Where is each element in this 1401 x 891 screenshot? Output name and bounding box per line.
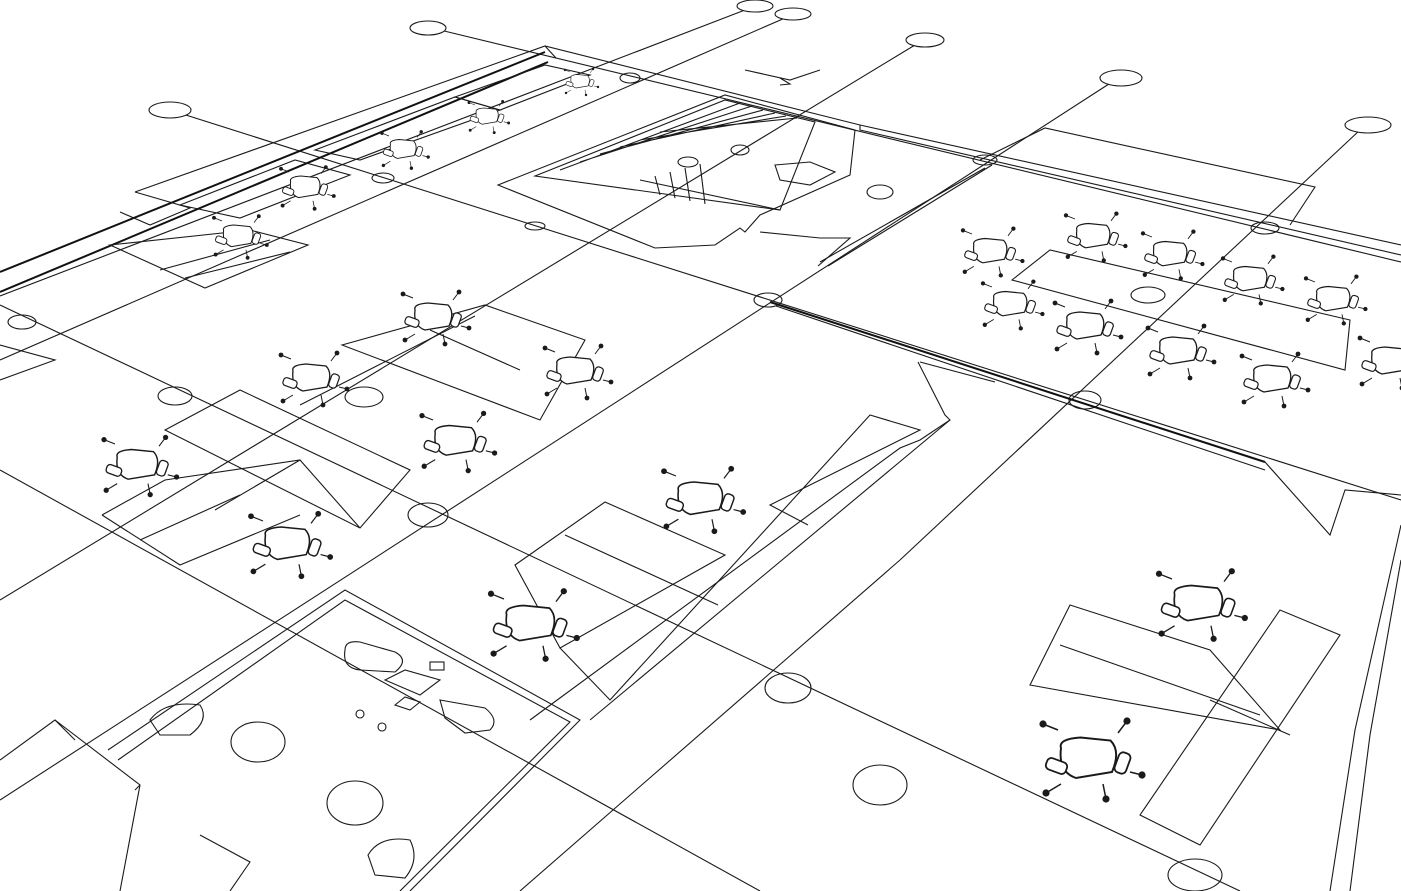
chair-icon — [563, 67, 600, 97]
toilet-block — [107, 589, 581, 891]
chair-icon — [419, 410, 498, 474]
chair-icon — [1303, 274, 1368, 326]
chair-icon — [542, 343, 614, 401]
chair-icon — [278, 350, 350, 408]
chair-icon — [1052, 298, 1124, 356]
chair-icon — [1155, 568, 1248, 642]
office-chairs — [101, 67, 1401, 803]
chair-icon — [467, 99, 511, 135]
chair-icon — [1239, 351, 1311, 409]
chair-icon — [248, 510, 334, 580]
chair-icon — [279, 165, 336, 211]
chair-icon — [1145, 323, 1217, 381]
stair-core — [496, 69, 856, 267]
chair-icon — [1063, 211, 1128, 263]
chair-icon — [1039, 717, 1146, 803]
chair-icon — [661, 465, 747, 535]
chair-icon — [101, 434, 180, 498]
grid-bubbles — [148, 0, 1392, 134]
desks — [101, 64, 1351, 846]
column-markers — [7, 72, 1280, 891]
walls — [0, 45, 1401, 891]
chair-icon — [1220, 254, 1285, 306]
chair-icon — [400, 289, 472, 347]
chair-icon — [1357, 335, 1401, 391]
chair-icon — [212, 214, 269, 260]
chair-icon — [487, 588, 580, 662]
chair-icon — [980, 279, 1045, 331]
chair-icon — [960, 226, 1025, 278]
chair-icon — [1140, 229, 1205, 281]
chair-icon — [380, 130, 430, 170]
